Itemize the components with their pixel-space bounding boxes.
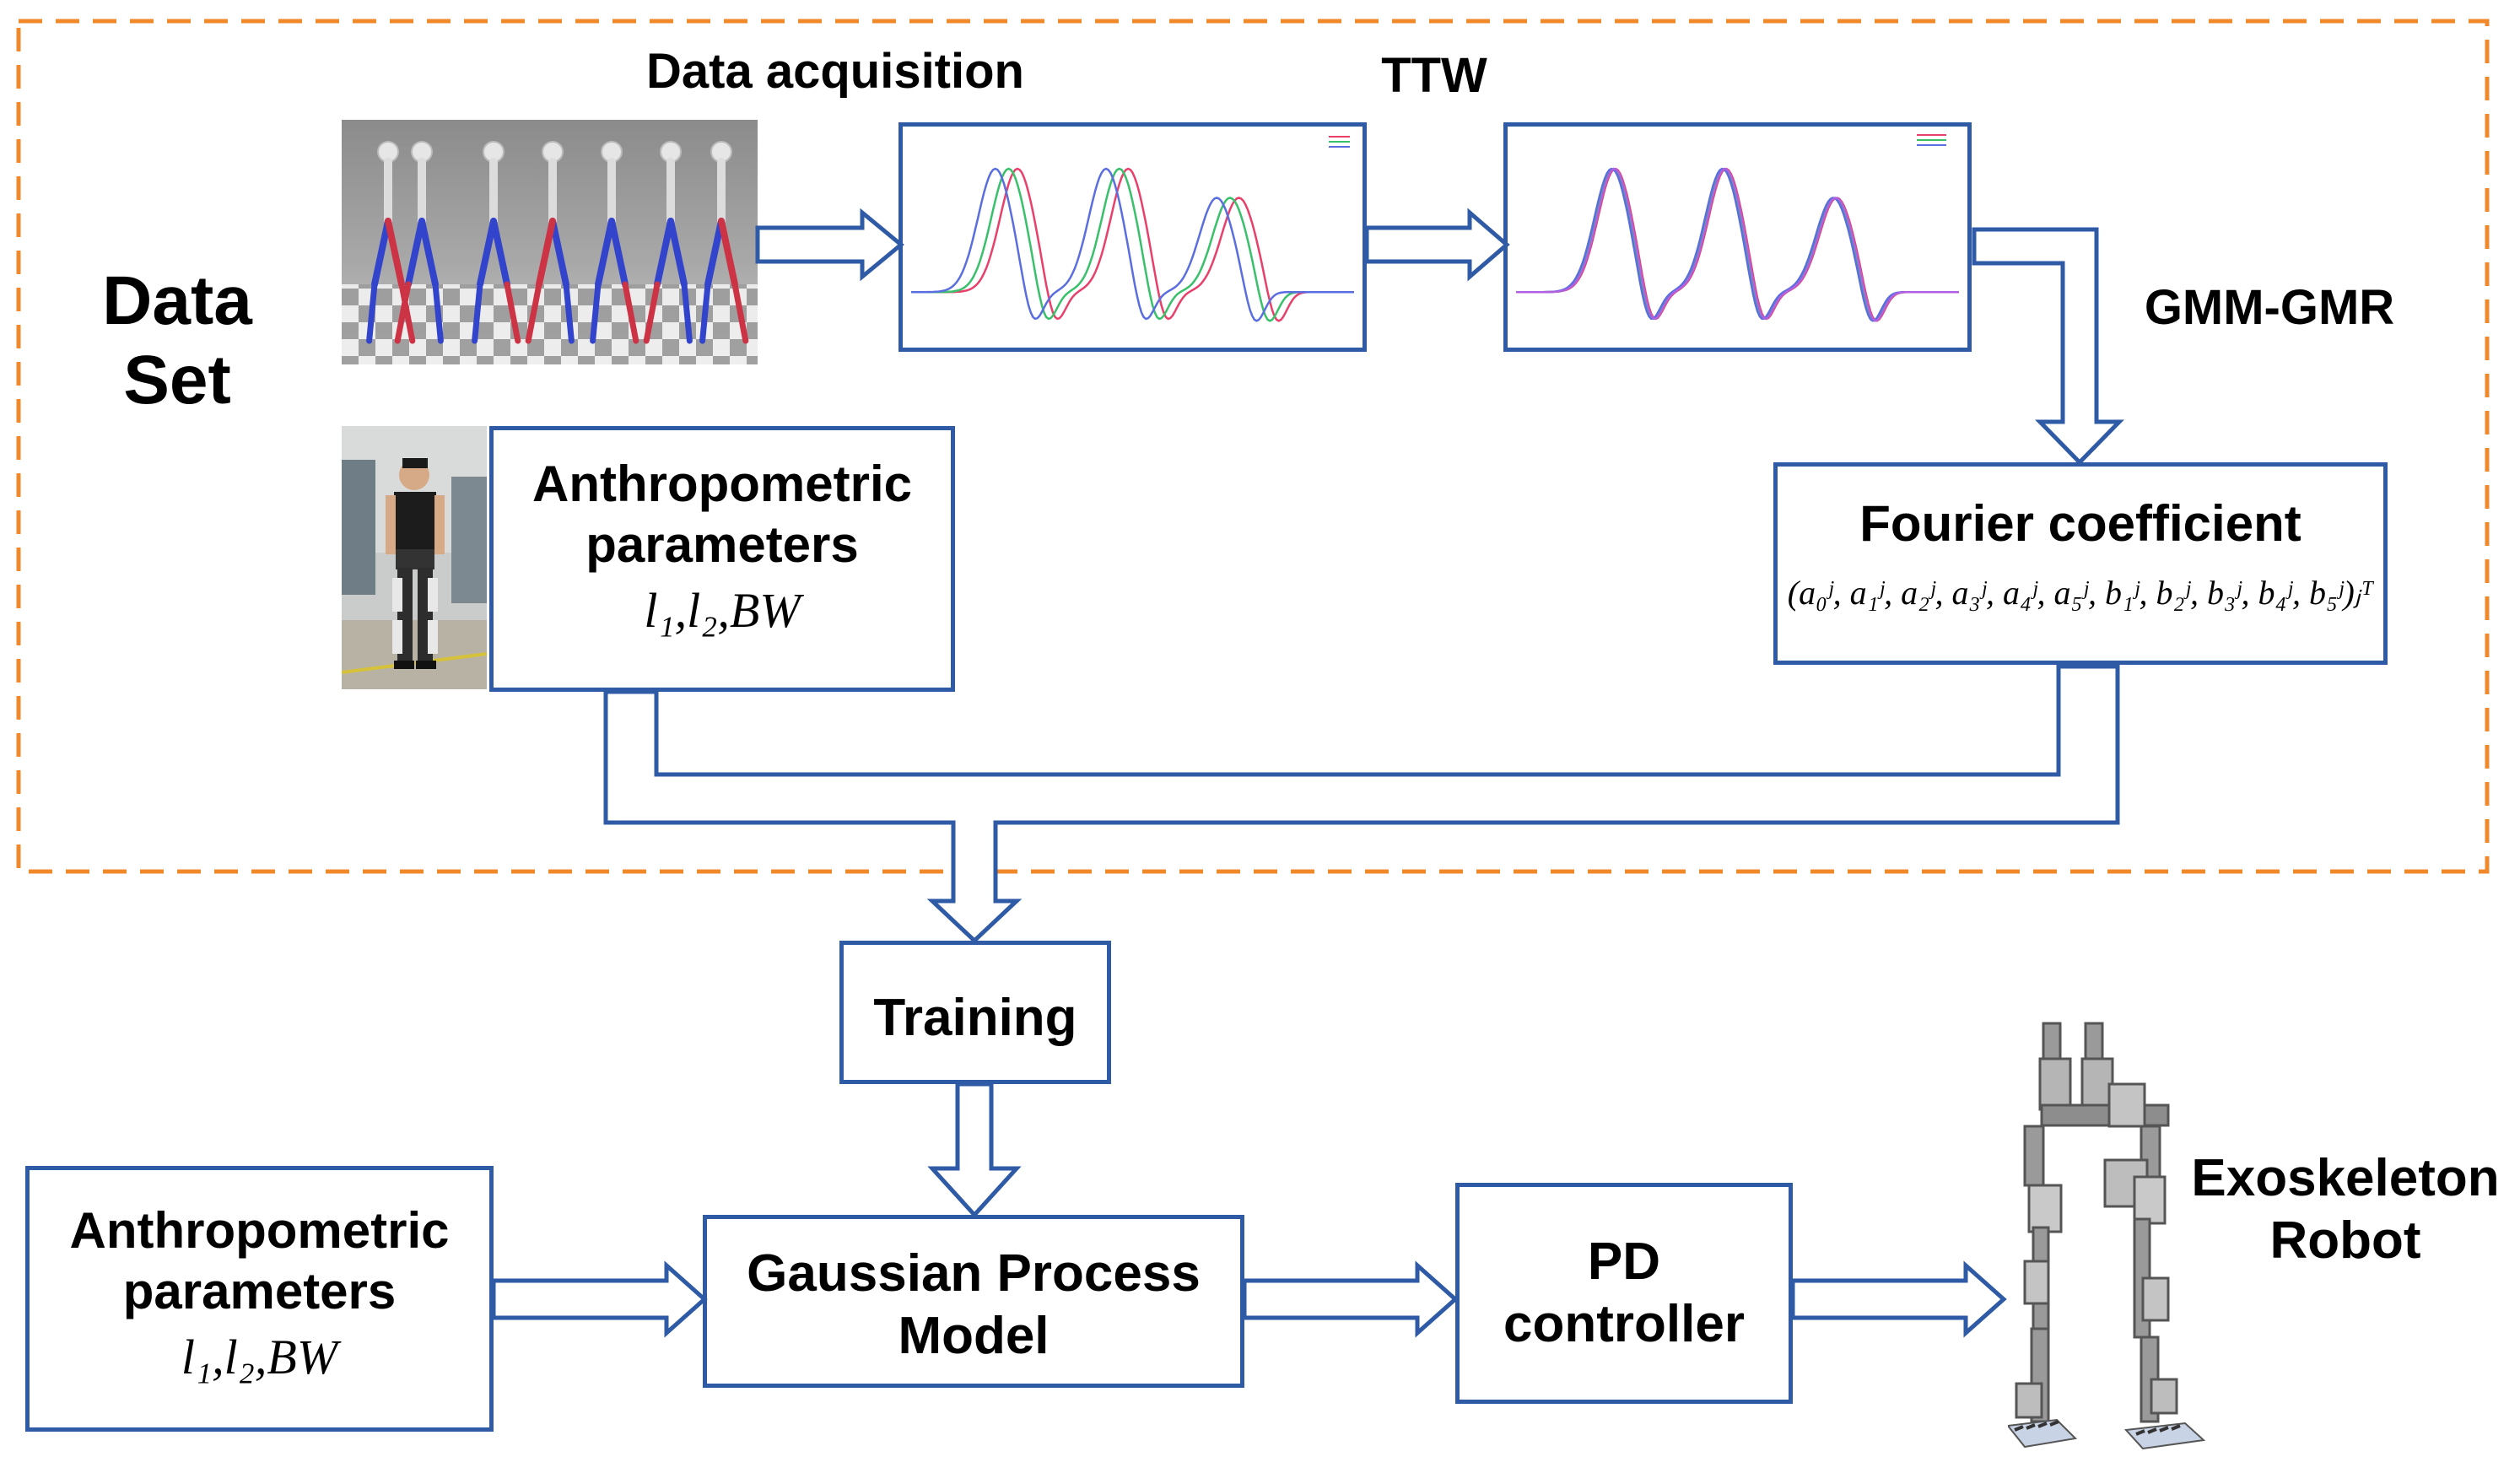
- aligned-trajectory-plot: [1503, 122, 1972, 352]
- exoskeleton-line1: Exoskeleton: [2191, 1149, 2500, 1207]
- exoskeleton-robot-image: [2008, 1022, 2206, 1450]
- gp-line2: Model: [898, 1307, 1050, 1366]
- dataset-title-line1: Data: [102, 262, 252, 339]
- skeleton-figure-part: [490, 218, 510, 288]
- training-box: Training: [839, 941, 1111, 1084]
- skeleton-figure-part: [667, 218, 688, 288]
- anthropometric-box-bottom: Anthropometric parameters l₁,l₂,BW: [25, 1166, 494, 1432]
- raw-trajectory-curves: [911, 136, 1354, 322]
- trajectory-curve: [1516, 167, 1959, 322]
- arrow-image-to-plot1: [755, 208, 904, 282]
- skeleton-figure-part: [595, 218, 615, 288]
- exoskeleton-label: Exoskeleton Robot: [2168, 1147, 2520, 1273]
- trajectory-curve: [911, 167, 1354, 322]
- skeleton-figure-part: [504, 281, 521, 344]
- fourier-formula: (a₀ʲ, a₁ʲ, a₂ʲ, a₃ʲ, a₄ʲ, a₅ʲ, b₁ʲ, b₂ʲ,…: [1787, 574, 2374, 612]
- skeleton-figure-part: [536, 218, 556, 288]
- skeleton-figure-part: [371, 218, 391, 288]
- skeleton-figure-part: [394, 281, 412, 344]
- dataset-title-line2: Set: [123, 342, 231, 419]
- arrow-anthro-to-gp: [491, 1260, 708, 1338]
- arrow-pd-to-robot: [1790, 1260, 2007, 1338]
- anthro-bottom-line2: parameters: [122, 1263, 397, 1319]
- skeleton-figure-part: [418, 218, 439, 288]
- pd-line1: PD: [1587, 1233, 1661, 1291]
- dataset-title: Data Set: [59, 262, 295, 421]
- anthro-top-line2: parameters: [585, 516, 859, 573]
- skeleton-figure-part: [398, 281, 416, 344]
- skeleton-figure-part: [590, 281, 602, 344]
- skeleton-figure-part: [563, 281, 575, 344]
- gmm-gmr-label: GMM-GMR: [2144, 280, 2395, 335]
- skeleton-figure-part: [699, 281, 711, 344]
- skeleton-figure-part: [477, 218, 497, 288]
- aligned-trajectory-curves: [1516, 134, 1959, 322]
- walking-skeleton-image: [342, 120, 758, 364]
- anthro-bottom-math: l₁,l₂,BW: [181, 1330, 338, 1384]
- arrow-training-to-gp: [927, 1082, 1022, 1218]
- anthropometric-box-top: Anthropometric parameters l₁,l₂,BW: [489, 426, 955, 692]
- skeleton-figure-part: [385, 218, 405, 288]
- fourier-coefficient-box: Fourier coefficient (a₀ʲ, a₁ʲ, a₂ʲ, a₃ʲ,…: [1773, 462, 2388, 665]
- skeleton-figure-part: [405, 218, 425, 288]
- skeleton-figure-part: [472, 281, 483, 344]
- anthro-bottom-line1: Anthropometric: [69, 1202, 450, 1259]
- arrow-plot1-to-plot2: [1364, 208, 1510, 282]
- skeleton-figure-part: [432, 281, 444, 344]
- skeleton-figure-part: [608, 218, 629, 288]
- skeleton-figure-part: [654, 218, 674, 288]
- fourier-title: Fourier coefficient: [1859, 495, 2301, 552]
- data-acquisition-label: Data acquisition: [646, 44, 1024, 99]
- pd-controller-box: PD controller: [1455, 1183, 1793, 1404]
- ttw-label: TTW: [1381, 48, 1487, 103]
- skeleton-figure-part: [549, 218, 569, 288]
- gp-line1: Gaussian Process: [747, 1244, 1201, 1303]
- skeleton-figure-part: [731, 281, 749, 344]
- arrow-gp-to-pd: [1242, 1260, 1459, 1338]
- anthro-top-math: l₁,l₂,BW: [644, 583, 801, 638]
- exoskeleton-line2: Robot: [2269, 1211, 2421, 1271]
- anthro-top-line1: Anthropometric: [532, 456, 912, 512]
- trajectory-curve: [911, 167, 1354, 322]
- arrow-plot2-to-fourier: [1972, 227, 2124, 466]
- skeleton-figure-part: [704, 218, 725, 288]
- pd-line2: controller: [1503, 1295, 1745, 1354]
- gaussian-process-box: Gaussian Process Model: [703, 1215, 1244, 1388]
- skeleton-figure-part: [681, 281, 693, 344]
- skeleton-figure-part: [366, 281, 378, 344]
- skeleton-figure-part: [525, 281, 542, 344]
- trajectory-curve: [911, 167, 1354, 322]
- person-photo: [342, 426, 487, 689]
- trajectory-curve: [1516, 167, 1959, 322]
- training-label: Training: [873, 989, 1077, 1047]
- skeleton-figure-part: [718, 218, 738, 288]
- skeleton-figure-part: [643, 281, 661, 344]
- arrow-to-training: [603, 664, 2120, 944]
- skeleton-figure-part: [622, 281, 639, 344]
